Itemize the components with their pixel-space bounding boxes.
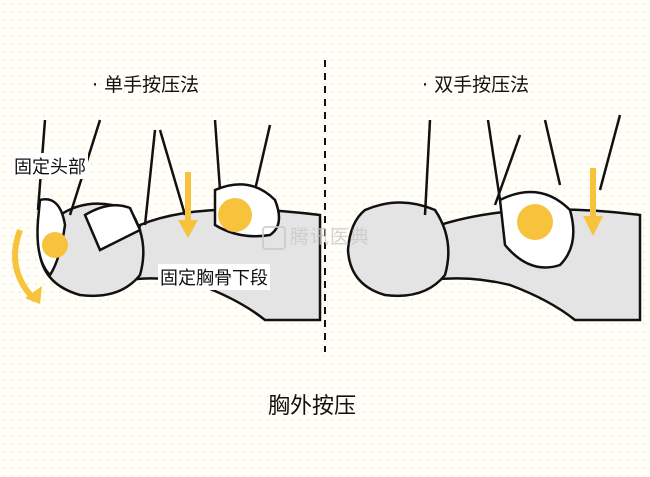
label-fix-sternum: 固定胸骨下段 xyxy=(158,264,270,290)
sternum-press-point xyxy=(218,198,252,232)
left-title: · 单手按压法 xyxy=(92,74,200,96)
right-press-point xyxy=(517,204,553,240)
label-fix-head: 固定头部 xyxy=(12,153,88,179)
watermark: 腾讯医典 xyxy=(262,222,370,250)
caption: 胸外按压 xyxy=(268,394,357,419)
right-title: · 双手按压法 xyxy=(422,74,530,96)
watermark-logo-icon xyxy=(262,225,286,250)
head-press-point xyxy=(42,232,68,258)
rotate-arrow-icon xyxy=(12,228,38,303)
